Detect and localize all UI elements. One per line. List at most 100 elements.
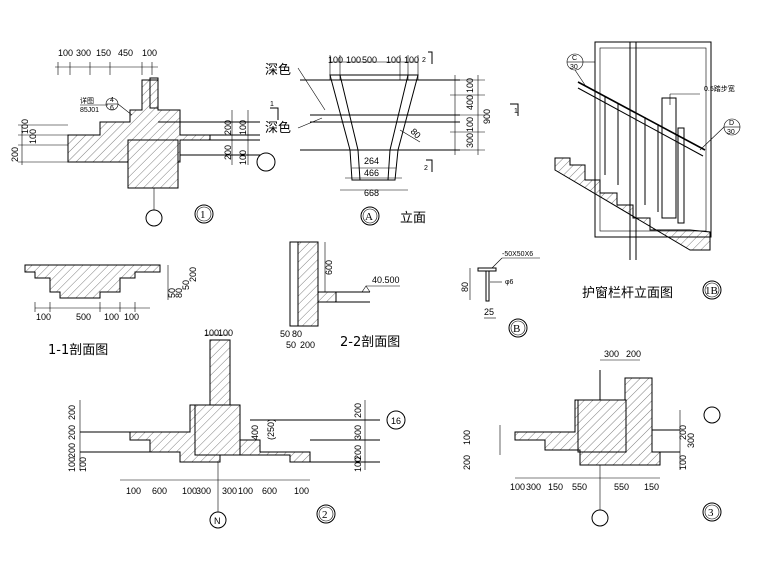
d2-mid: 400	[250, 425, 260, 440]
s11-rdim-1: 80	[174, 288, 184, 298]
d3-bot-1: 300	[526, 482, 541, 492]
d2-top-1: 100	[218, 328, 233, 338]
dA-cut1-right: 1	[514, 108, 518, 115]
d3-bot-0: 100	[510, 482, 525, 492]
d2-right-2: 200	[353, 445, 363, 460]
d2-top-0: 100	[204, 328, 219, 338]
dA-dim-bot-2: 668	[364, 188, 379, 198]
dA-note-1: 深色	[265, 62, 291, 78]
d1-dim-right-0: 200	[223, 120, 233, 135]
detail-1: 100 300 150 450 100 200 100 100 200 100 …	[10, 48, 276, 227]
dA-dim-right-2: 100	[465, 117, 475, 132]
dA-dim-right-3: 900	[482, 109, 492, 124]
d1-dim-left-2: 100	[28, 129, 38, 144]
dB-marker: B	[513, 323, 520, 335]
d1-ref-num-top: 4	[110, 97, 114, 104]
dA-marker: A	[365, 211, 373, 223]
d2-bot-1: 600	[152, 486, 167, 496]
dA-title: 立面	[400, 211, 426, 226]
s11-dim-3: 100	[124, 312, 139, 322]
d3-right-1: 300	[686, 433, 696, 448]
dA-dim-top-4: 100	[404, 55, 419, 65]
d2-left-1: 200	[67, 425, 77, 440]
d1-dim-right-2: 200	[223, 145, 233, 160]
d3-bot-2: 150	[548, 482, 563, 492]
s22-dim2-0: 50	[286, 340, 296, 350]
s22-dim-1: 80	[292, 329, 302, 339]
dB-h: 80	[460, 282, 470, 292]
dA-angle: 80	[409, 126, 423, 140]
d1B-note: 0.5踏步宽	[704, 84, 735, 93]
d2-bot-5: 100	[238, 486, 253, 496]
d1-dim-top-2: 150	[96, 48, 111, 58]
d1-dim-top-1: 300	[76, 48, 91, 58]
dA-note-2: 深色	[265, 120, 291, 136]
d1-marker: 1	[200, 209, 206, 221]
dA-cut1: 1	[270, 101, 274, 108]
d1-dim-top-3: 450	[118, 48, 133, 58]
d3-left-1: 200	[462, 455, 472, 470]
dA-dim-bot-0: 264	[364, 156, 379, 166]
s11-rdim-3: 200	[188, 267, 198, 282]
d1-ref-top: 详图	[80, 96, 94, 105]
d3-top-0: 300	[604, 349, 619, 359]
s22-level: 40.500	[372, 275, 400, 285]
d1B-title: 护窗栏杆立面图	[582, 285, 673, 301]
s11-rdim-0: 50	[167, 288, 177, 298]
d1-ref-num-bot: 6	[110, 105, 114, 112]
d2-left-3: 100	[67, 457, 77, 472]
dA-dim-right-4: 300	[465, 133, 475, 148]
dA-dim-right-0: 100	[465, 78, 475, 93]
d2-bot-3: 300	[196, 486, 211, 496]
d2-left-4: 100	[78, 457, 88, 472]
dA-dim-right-1: 400	[465, 95, 475, 110]
d1-dim-right-1: 100	[238, 120, 248, 135]
section-1-1: 100 500 100 100 50 80 50 200 1-1剖面图	[24, 264, 198, 358]
s11-dim-1: 500	[76, 312, 91, 322]
d1-ref-bot: 85J01	[80, 107, 99, 114]
detail-A: 100 100 500 100 100 2 深色 深色 1 100 400 10…	[265, 51, 519, 226]
d2-marker: 2	[322, 509, 328, 521]
d1-dim-left-1: 100	[20, 119, 30, 134]
d2-mid2: (250)	[266, 419, 276, 440]
d3-right-2: 100	[678, 455, 688, 470]
d2-left-0: 200	[67, 405, 77, 420]
detail-2: 100 100 200 200 200 100 100 100 600 100 …	[67, 328, 406, 529]
dB-w: 25	[484, 307, 494, 317]
d3-bot-3: 550	[572, 482, 587, 492]
d1B-ref1-top: C	[572, 55, 577, 62]
d1B-ref2-top: D	[729, 120, 734, 127]
dB-steel: -50X50X6	[502, 251, 533, 258]
d3-marker: 3	[708, 507, 714, 519]
dB-rod: φ6	[505, 279, 514, 286]
d2-axis: 16	[391, 416, 401, 426]
d1-dim-left-0: 200	[10, 147, 20, 162]
dA-dim-top-3: 100	[386, 55, 401, 65]
dA-dim-top-2: 500	[362, 55, 377, 65]
d2-bot-6: 600	[262, 486, 277, 496]
d2-bot-0: 100	[126, 486, 141, 496]
d2-right-0: 200	[353, 403, 363, 418]
dA-dim-top-1: 100	[346, 55, 361, 65]
dA-dim-bot-1: 466	[364, 168, 379, 178]
d2-bot-7: 100	[294, 486, 309, 496]
dA-cut2-bot: 2	[424, 165, 428, 172]
d2-right-3: 100	[353, 457, 363, 472]
d2-bot-2: 100	[182, 486, 197, 496]
s22-height: 600	[324, 260, 334, 275]
detail-1B: 0.5踏步宽 C 30 D 30 护窗栏杆立面图 1B	[554, 41, 741, 301]
s11-dim-0: 100	[36, 312, 51, 322]
d1B-marker: 1B	[705, 285, 718, 297]
s22-title: 2-2剖面图	[340, 335, 400, 350]
s22-dim-0: 50	[280, 329, 290, 339]
s22-dim2-1: 200	[300, 340, 315, 350]
detail-B: -50X50X6 φ6 80 25 B	[460, 251, 540, 338]
d2-axisN: N	[214, 516, 221, 526]
d1-dim-top-4: 100	[142, 48, 157, 58]
dA-cut2-top: 2	[422, 57, 426, 64]
d1-dim-top-0: 100	[58, 48, 73, 58]
s11-rdim-2: 50	[181, 280, 191, 290]
d2-left-2: 200	[67, 443, 77, 458]
dA-dim-top-0: 100	[328, 55, 343, 65]
